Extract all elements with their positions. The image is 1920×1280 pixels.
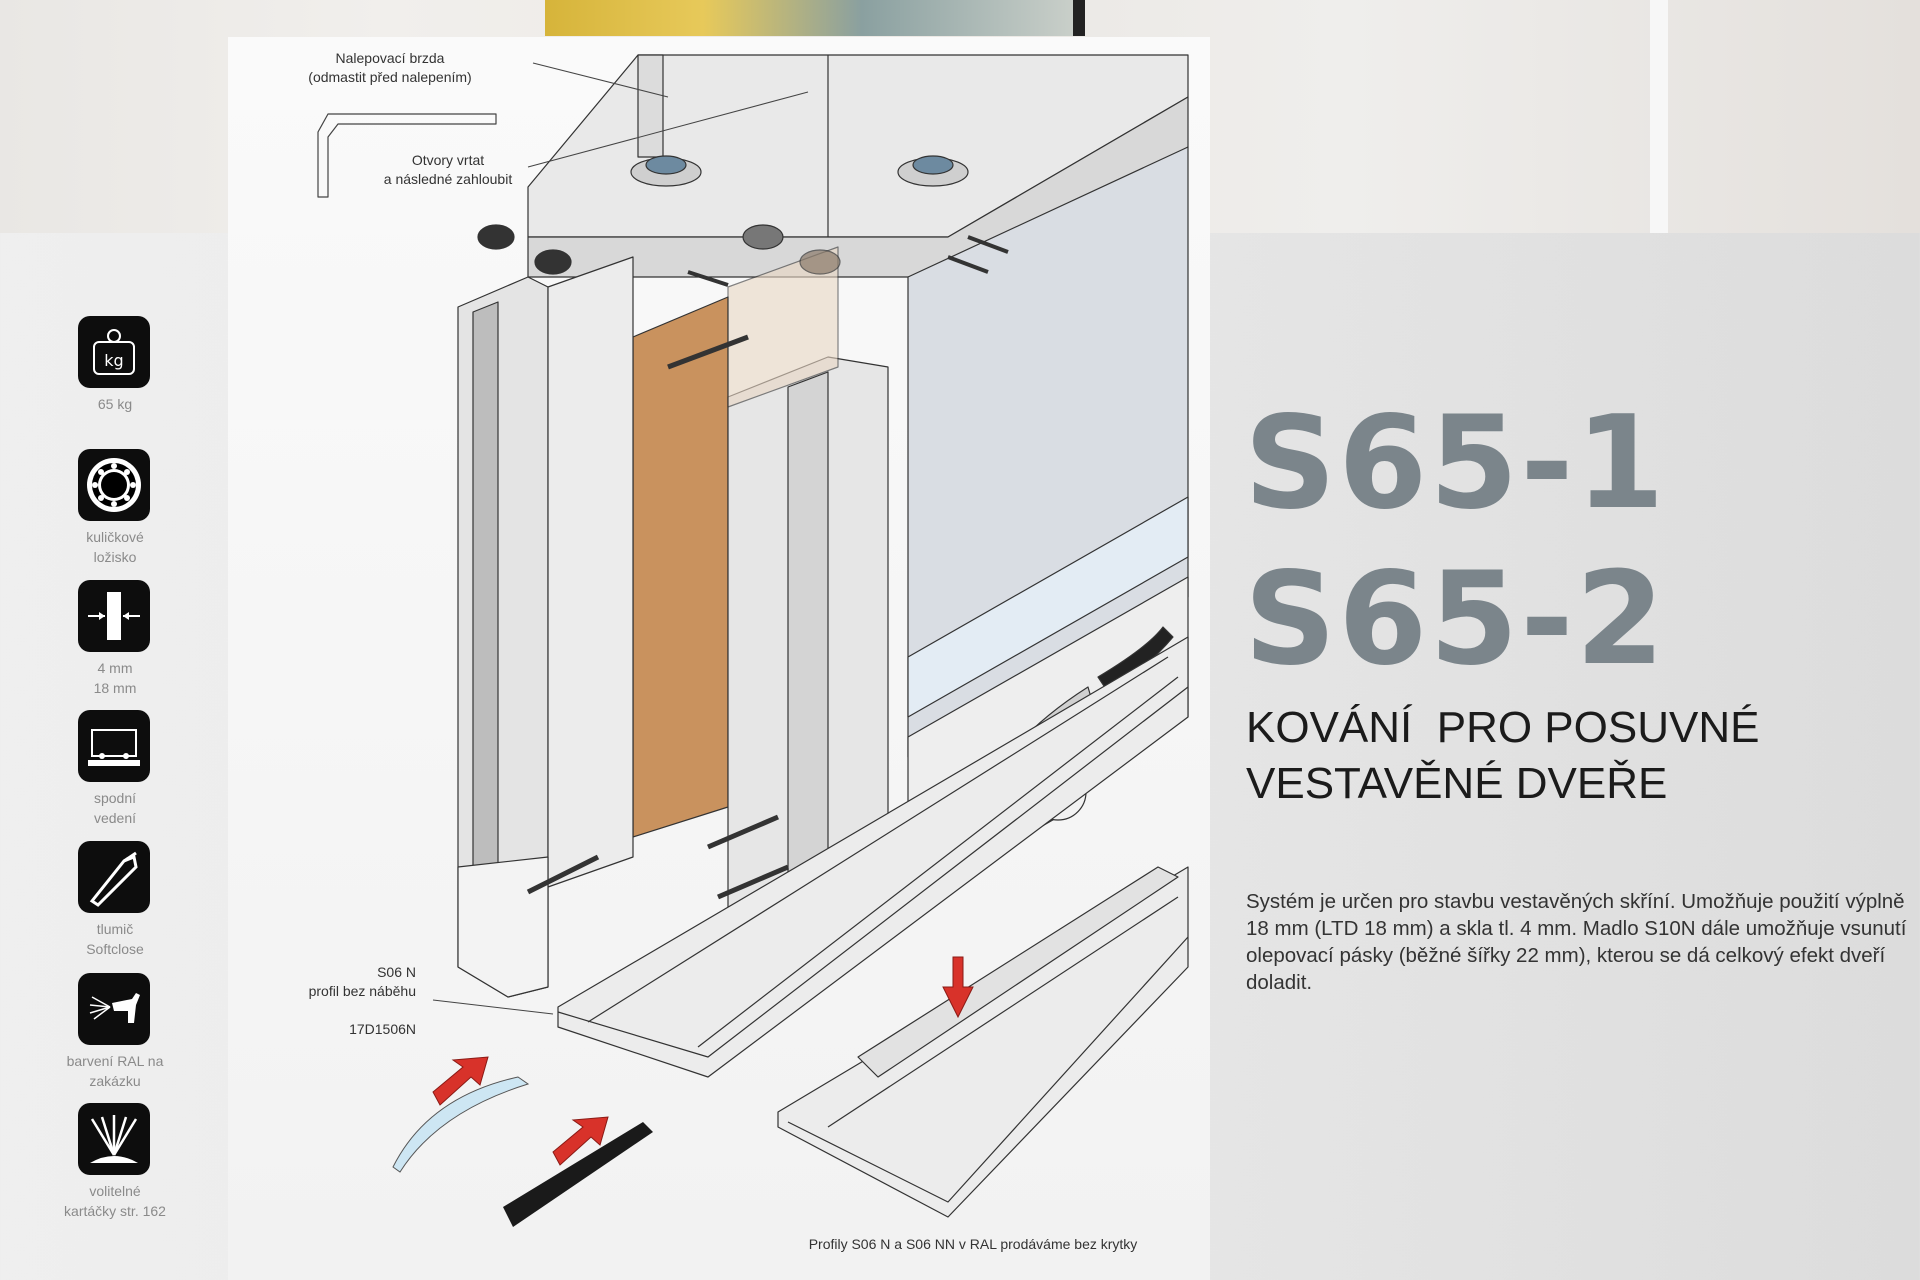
feature-label-line1: kuličkové <box>86 529 144 545</box>
label-profile-line1: S06 N <box>377 964 416 980</box>
feature-label: volitelné kartáčky str. 162 <box>40 1181 190 1221</box>
product-subtitle: KOVÁNÍ PRO POSUVNÉ VESTAVĚNÉ DVEŘE <box>1246 700 1759 812</box>
bottom-guide-icon <box>78 710 150 782</box>
label-holes: Otvory vrtat a následné zahloubit <box>348 151 548 189</box>
spray-gun-icon <box>78 973 150 1045</box>
exploded-view-drawing <box>317 54 1189 1227</box>
label-profile-code: 17D1506N <box>349 1021 416 1037</box>
product-subtitle-line2: VESTAVĚNÉ DVEŘE <box>1246 759 1668 808</box>
feature-label-line1: barvení RAL na <box>66 1053 164 1069</box>
damper-icon <box>78 841 150 913</box>
label-profile-line2: profil bez náběhu <box>308 983 416 999</box>
product-title-s65-2: S65-2 <box>1244 545 1667 694</box>
feature-label-line1: volitelné <box>89 1183 141 1199</box>
feature-label-line1: spodní <box>93 790 137 806</box>
label-brake-line1: Nalepovací brzda <box>335 50 445 66</box>
feature-label-line2: zakázku <box>89 1073 141 1089</box>
kg-glyph: kg <box>104 351 123 370</box>
ball-bearing-icon <box>78 449 150 521</box>
wall-picture <box>545 0 1085 36</box>
feature-label: kuličkové ložisko <box>40 527 190 567</box>
softclose-damper <box>503 1122 653 1227</box>
hardware-illustration: Nalepovací brzda (odmastit před nalepením… <box>228 37 1210 1280</box>
feature-label-line2: vedení <box>93 810 137 826</box>
feature-label-line2: Softclose <box>86 941 144 957</box>
product-subtitle-line1: KOVÁNÍ PRO POSUVNÉ <box>1246 703 1760 752</box>
label-holes-line2: a následné zahloubit <box>383 171 513 187</box>
rail-cover <box>857 866 1179 1078</box>
arrow-icon <box>432 1056 489 1106</box>
product-title-s65-1: S65-1 <box>1244 389 1667 538</box>
wood-panel <box>632 296 729 838</box>
label-holes-line1: Otvory vrtat <box>411 152 485 168</box>
screw <box>667 334 749 370</box>
label-brake-line2: (odmastit před nalepením) <box>308 69 472 85</box>
label-profile: S06 N profil bez náběhu <box>228 963 416 1001</box>
feature-label-line2: kartáčky str. 162 <box>64 1203 166 1219</box>
brake-strip <box>392 1076 530 1173</box>
brushes-icon <box>78 1103 150 1175</box>
feature-label-line1: 4 mm <box>97 660 133 676</box>
feature-label-line2: 18 mm <box>93 680 137 696</box>
label-brake: Nalepovací brzda (odmastit před nalepením… <box>290 49 490 87</box>
door-frame <box>1650 0 1668 233</box>
feature-label-line1: tlumič <box>96 921 134 937</box>
bottom-rail-s06n <box>557 636 1189 1078</box>
feature-label: spodní vedení <box>40 788 190 828</box>
bottom-note: Profily S06 N a S06 NN v RAL prodáváme b… <box>808 1236 1138 1252</box>
thickness-icon <box>78 580 150 652</box>
feature-label: 65 kg <box>97 396 133 412</box>
feature-label: barvení RAL na zakázku <box>40 1051 190 1091</box>
feature-label: 4 mm 18 mm <box>40 658 190 698</box>
weight-kg-icon: kg <box>78 316 150 388</box>
product-description: Systém je určen pro stavbu vestavěných s… <box>1246 890 1907 994</box>
feature-label-line2: ložisko <box>93 549 137 565</box>
